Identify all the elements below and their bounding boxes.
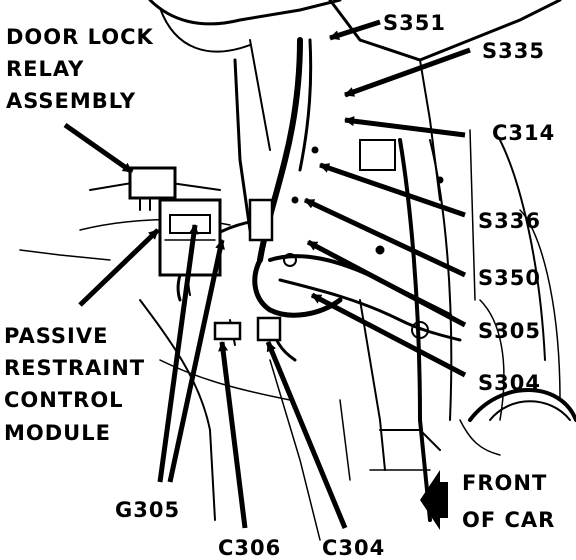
label-passive-restraint-control-module: PASSIVE RESTRAINT CONTROL MODULE [4, 324, 145, 445]
front-of-car-arrow [420, 470, 448, 530]
arrow-s351 [329, 19, 381, 41]
svg-text:PASSIVE: PASSIVE [4, 324, 108, 348]
label-s351: S351 [383, 11, 446, 35]
svg-text:ASSEMBLY: ASSEMBLY [6, 89, 136, 113]
label-s304: S304 [478, 371, 541, 395]
label-c304: C304 [322, 536, 385, 560]
arrow-c304 [265, 341, 348, 529]
arrow-s350 [303, 197, 467, 278]
svg-text:RESTRAINT: RESTRAINT [4, 356, 145, 380]
arrow-g305-a [157, 224, 199, 483]
label-s305: S305 [478, 319, 541, 343]
arrow-s305 [306, 239, 467, 328]
arrow-s304 [310, 292, 467, 378]
arrow-passive-restraint [78, 228, 160, 307]
svg-text:CONTROL: CONTROL [4, 388, 124, 412]
label-c314: C314 [492, 121, 555, 145]
svg-text:RELAY: RELAY [6, 57, 84, 81]
leader-lines [63, 19, 471, 529]
svg-text:FRONT: FRONT [462, 471, 547, 495]
arrow-door-lock-relay [63, 122, 134, 175]
label-front-of-car: FRONT OF CAR [462, 471, 555, 532]
arrow-c306 [218, 341, 248, 529]
svg-text:DOOR LOCK: DOOR LOCK [6, 25, 154, 49]
label-s336: S336 [478, 209, 541, 233]
arrow-c314 [344, 116, 466, 138]
label-s350: S350 [478, 266, 541, 290]
label-s335: S335 [482, 39, 545, 63]
arrow-s335 [344, 47, 471, 98]
arrow-g305-b [167, 239, 225, 483]
label-g305: G305 [115, 498, 180, 522]
label-door-lock-relay-assembly: DOOR LOCK RELAY ASSEMBLY [6, 25, 154, 113]
arrow-s336 [319, 162, 466, 218]
svg-text:MODULE: MODULE [4, 421, 111, 445]
svg-text:OF CAR: OF CAR [462, 508, 555, 532]
label-c306: C306 [218, 536, 281, 560]
